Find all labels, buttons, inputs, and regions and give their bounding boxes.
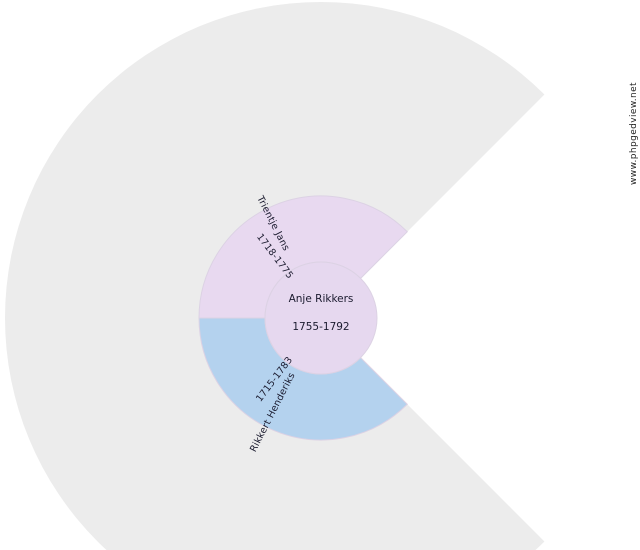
center-person-name: Anje Rikkers bbox=[289, 293, 354, 305]
fan-segment-gen1-self[interactable] bbox=[264, 261, 378, 375]
center-person-dates: 1755-1792 bbox=[292, 321, 349, 333]
site-watermark: www.phpgedview.net bbox=[629, 82, 639, 185]
fan-segment-gen3-empty[interactable] bbox=[5, 2, 545, 550]
